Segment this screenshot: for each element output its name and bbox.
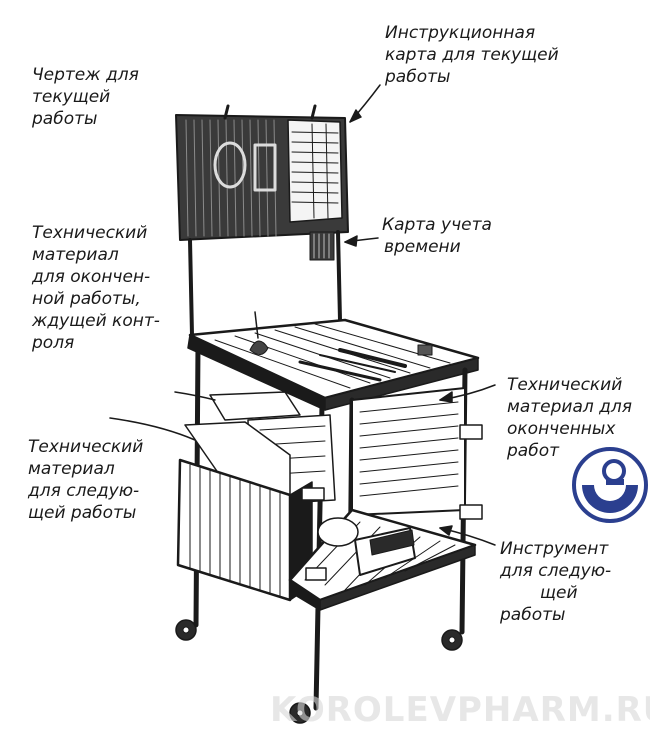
label-line: работы: [32, 109, 98, 129]
watermark-text: KOROLEVPHARM.RU: [270, 690, 650, 730]
label-line: для следую-: [28, 481, 140, 501]
label-line: ной работы,: [32, 289, 141, 309]
label-drawing: Чертеж для текущей работы: [32, 64, 139, 130]
label-line: работы: [500, 605, 566, 625]
time-card: [309, 231, 335, 261]
label-line: материал для: [507, 397, 632, 417]
label-line: работ: [507, 441, 559, 461]
label-line: Инструкционная: [385, 23, 536, 43]
top-tray: [187, 311, 480, 411]
label-line: для окончен-: [32, 267, 151, 287]
label-line: Инструмент: [500, 539, 609, 559]
bottom-tray: [288, 508, 477, 611]
label-time-card: Карта учета времени: [382, 214, 492, 258]
site-logo-icon: [572, 447, 648, 523]
middle-box: [351, 387, 483, 520]
label-line: Чертеж для: [32, 65, 139, 85]
label-finished-awaiting-control: Технический материал для окончен- ной ра…: [32, 222, 160, 354]
label-line: карта для текущей: [385, 45, 559, 65]
label-line: материал: [28, 459, 115, 479]
label-line: Технический: [28, 437, 144, 457]
leader-lines: [109, 84, 496, 546]
label-finished-work: Технический материал для оконченных рабо…: [507, 374, 632, 462]
label-line: щей работы: [28, 503, 137, 523]
label-line: роля: [32, 333, 75, 353]
label-line: работы: [385, 67, 451, 87]
label-line: времени: [384, 237, 461, 257]
front-pocket: [176, 421, 313, 602]
label-line: ждущей конт-: [32, 311, 160, 331]
label-next-work-material: Технический материал для следую- щей раб…: [28, 436, 143, 524]
label-line: текущей: [32, 87, 111, 107]
label-line: оконченных: [507, 419, 616, 439]
label-next-work-tool: Инструмент для следую- щей работы: [500, 538, 611, 626]
label-line: щей: [540, 583, 578, 603]
label-instruction-card: Инструкционная карта для текущей работы: [385, 22, 559, 88]
label-line: Технический: [507, 375, 623, 395]
instruction-card: [287, 119, 343, 223]
label-line: материал: [32, 245, 119, 265]
label-line: Технический: [32, 223, 148, 243]
label-line: для следую-: [500, 561, 612, 581]
label-line: Карта учета: [382, 215, 492, 235]
